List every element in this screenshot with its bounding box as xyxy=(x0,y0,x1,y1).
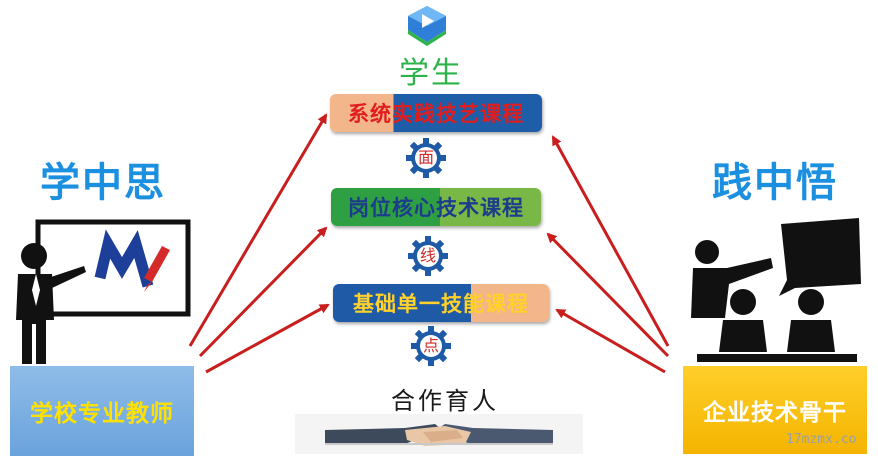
gear-icon: 线 xyxy=(408,236,448,276)
student-label: 学生 xyxy=(399,56,463,91)
connector-label-line: 线 xyxy=(419,246,436,265)
left-title: 学中思 xyxy=(40,160,166,206)
arrow-left-to-bottom xyxy=(205,303,330,374)
course-core-technology: 岗位核心技术课程 xyxy=(331,188,541,226)
role-enterprise-expert: 企业技术骨干 xyxy=(683,366,867,454)
handshake-icon xyxy=(295,414,583,454)
presentation-audience-icon xyxy=(683,214,867,366)
connector-label-point: 点 xyxy=(422,336,439,355)
teacher-whiteboard-icon xyxy=(12,216,196,366)
arrow-right-to-bottom xyxy=(555,308,666,374)
arrow-right-to-middle xyxy=(546,232,670,358)
course-system-practice: 系统实践技艺课程 xyxy=(330,94,542,132)
arrow-right-to-top xyxy=(551,135,670,347)
play-cap-icon xyxy=(402,4,452,46)
right-title: 践中悟 xyxy=(712,160,838,206)
role-school-teacher: 学校专业教师 xyxy=(10,366,194,456)
gear-icon: 点 xyxy=(411,326,451,366)
watermark: 17mzmx.co xyxy=(786,432,857,447)
arrow-left-to-top xyxy=(188,113,328,347)
cooperation-label: 合作育人 xyxy=(391,387,499,415)
course-basic-skills: 基础单一技能课程 xyxy=(333,284,549,322)
gear-icon: 面 xyxy=(406,138,446,178)
arrow-left-to-middle xyxy=(198,226,328,358)
connector-label-face: 面 xyxy=(417,148,434,167)
